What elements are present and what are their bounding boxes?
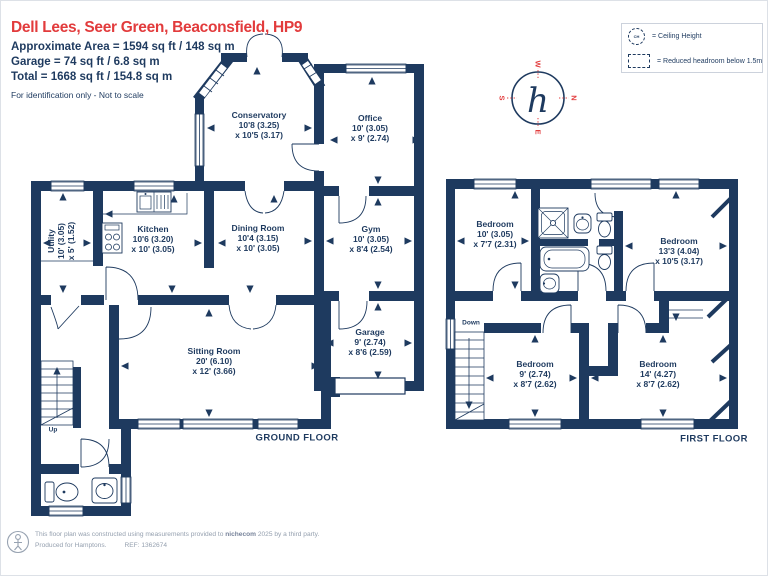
room-label-bedroom-4: Bedroom 14' (4.27) x 8'7 (2.62) [636, 359, 680, 389]
first-floor-doors [492, 192, 703, 334]
compass-s: S [498, 95, 507, 100]
bathroom-fixtures [537, 207, 613, 294]
bathtub-icon [539, 246, 590, 272]
person-icon [6, 530, 30, 554]
room-label-kitchen: Kitchen 10'6 (3.20) x 10' (3.05) [131, 224, 175, 254]
room-label-bedroom-1: Bedroom 10' (3.05) x 7'7 (2.31) [473, 219, 517, 249]
ground-floor-plan [31, 33, 424, 517]
toilet-icon [596, 245, 613, 270]
room-label-garage: Garage 9' (2.74) x 8'6 (2.59) [348, 327, 392, 357]
room-label-bedroom-2: Bedroom 13'3 (4.04) x 10'5 (3.17) [655, 236, 703, 266]
total-area: Total = 1668 sq ft / 154.8 sq m [11, 71, 173, 83]
footer-line1: This floor plan was constructed using me… [35, 531, 320, 538]
stairs-down-label: Down [462, 319, 480, 327]
first-floor-openings [493, 189, 654, 333]
first-floor-title: FIRST FLOOR [680, 433, 748, 445]
compass-n: N [570, 95, 579, 100]
stairs-up-label: Up [48, 426, 58, 434]
first-floor-plan [445, 178, 738, 430]
shower-icon [537, 207, 569, 239]
compass-letters: W N E S [498, 60, 579, 134]
ground-floor-doors [50, 33, 368, 468]
room-label-bedroom-3: Bedroom 9' (2.74) x 8'7 (2.62) [513, 359, 557, 389]
header: Dell Lees, Seer Green, Beaconsfield, HP9… [11, 19, 303, 100]
legend: CH = Ceiling Height = Reduced headroom b… [621, 23, 763, 73]
ground-floor-title: GROUND FLOOR [255, 432, 339, 444]
garage-door [334, 377, 406, 395]
room-label-gym: Gym 10' (3.05) x 8'4 (2.54) [349, 224, 393, 254]
first-floor-walls [446, 179, 738, 429]
ceiling-height-icon: CH [628, 28, 645, 45]
room-label-utility: Utility 10' (3.05) x 5' (1.52) [46, 221, 76, 261]
room-label-sitting-room: Sitting Room 20' (6.10) x 12' (3.66) [187, 346, 241, 376]
first-floor-windows [445, 178, 700, 430]
garage-area: Garage = 74 sq ft / 6.8 sq m [11, 56, 160, 68]
compass: h W N E S [498, 60, 579, 134]
toilet-icon [596, 212, 613, 238]
approximate-area: Approximate Area = 1594 sq ft / 148 sq m [11, 41, 235, 53]
wc-fixtures [44, 477, 118, 504]
disclaimer: For identification only - Not to scale [11, 90, 144, 100]
kitchen-fixtures [41, 191, 188, 262]
compass-w: W [534, 60, 543, 68]
compass-logo: h [527, 81, 549, 121]
ground-floor-openings [51, 144, 369, 474]
room-label-conservatory: Conservatory 10'8 (3.25) x 10'5 (3.17) [231, 110, 287, 140]
reduced-headroom-icon [628, 54, 650, 68]
basin-icon [573, 213, 592, 234]
toilet-icon [44, 481, 55, 503]
dormer-corners [706, 193, 736, 423]
footer-ref: REF: 1362674 [124, 542, 168, 549]
nichecom-brand: nichecom [225, 531, 256, 538]
ceiling-height-label: = Ceiling Height [652, 33, 702, 40]
footer: This floor plan was constructed using me… [35, 529, 319, 551]
room-label-dining-room: Dining Room 10'4 (3.15) x 10' (3.05) [231, 223, 285, 253]
footer-line2: Produced for Hamptons.REF: 1362674 [35, 542, 168, 549]
ground-floor-windows [48, 61, 407, 517]
page-title: Dell Lees, Seer Green, Beaconsfield, HP9 [11, 19, 303, 36]
reduced-headroom-label: = Reduced headroom below 1.5m [657, 57, 763, 65]
basin-icon [539, 273, 560, 294]
room-label-office: Office 10' (3.05) x 9' (2.74) [350, 113, 390, 143]
compass-e: E [534, 129, 543, 134]
